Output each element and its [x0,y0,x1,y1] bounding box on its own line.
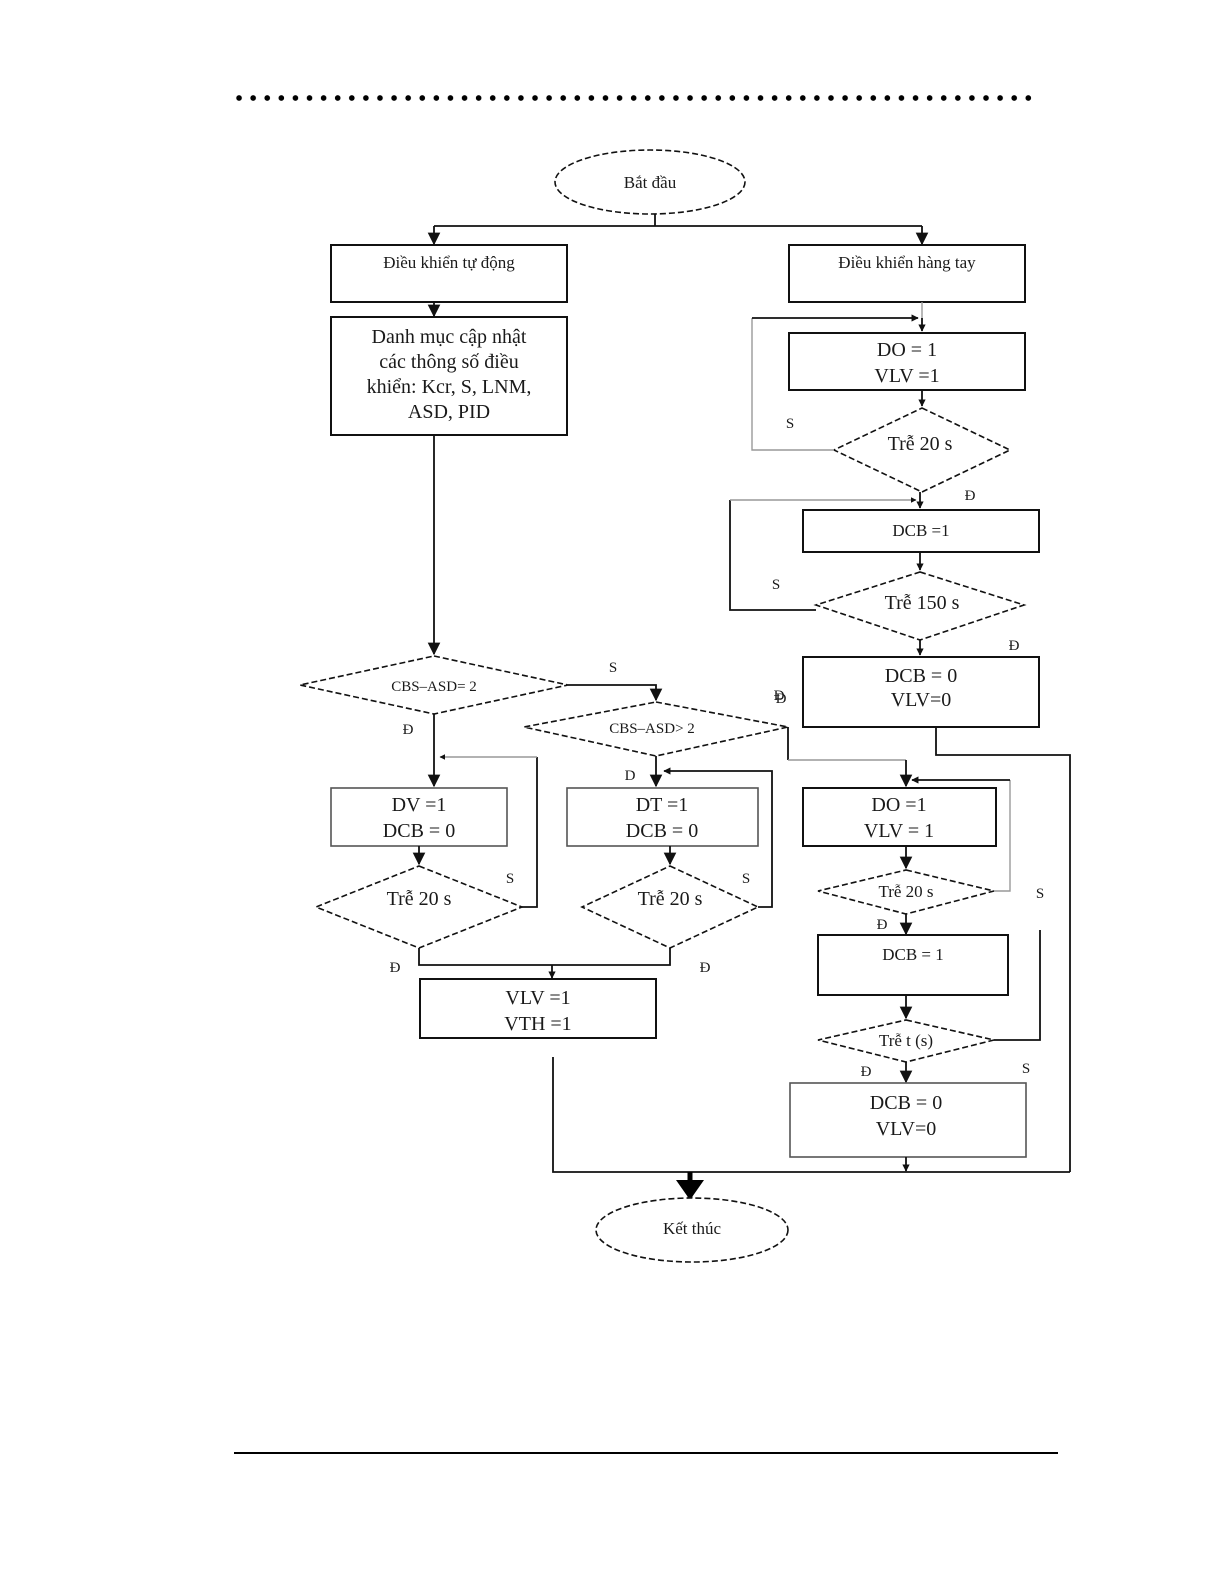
branch-label-yes: Đ [877,917,888,933]
dt-action-box: DT =1 DCB = 0 [566,787,759,847]
action-line: DT =1 [636,794,689,816]
right-delay-decision: Trễ 20 s [817,869,995,915]
action-line: VLV=0 [891,689,952,711]
branch-label-no: S [1036,886,1044,902]
manual-control-label: Điều khiển hàng tay [838,253,976,272]
action-line: DCB = 0 [885,665,957,687]
branch-label-yes: Đ [774,688,785,704]
branch-label-no: S [506,871,514,887]
params-line: Danh mục cập nhật [372,326,527,348]
decision-label: Trễ 20 s [878,882,933,901]
loop-connector [729,500,816,611]
action-line: VLV =1 [505,987,570,1009]
branch-label-no: S [786,416,794,432]
branch-label-no: S [1022,1061,1030,1077]
branch-label-yes: Đ [390,960,401,976]
action-line: VLV=0 [876,1118,937,1140]
params-line: khiển: Kcr, S, LNM, [367,376,532,398]
params-line: ASD, PID [408,401,490,423]
to-end-connector [552,1057,1070,1173]
action-line: DV =1 [392,794,447,816]
action-line: VTH =1 [504,1013,571,1035]
decision-label: CBS–ASD= 2 [391,679,477,695]
manual-step3-box: DCB = 0 VLV=0 [802,656,1040,728]
mid-delay-decision: Trễ 20 s [580,865,760,949]
action-line: DCB =1 [892,521,949,540]
manual-control-box: Điều khiển hàng tay [788,244,1026,303]
action-line: DO =1 [871,794,926,816]
start-terminal: Bắt đầu [554,149,746,215]
branch-label-d: D [625,768,636,784]
action-line: DO = 1 [877,339,937,361]
left-delay-decision: Trễ 20 s [313,865,525,949]
end-label: Kết thúc [663,1219,722,1238]
decision-label: CBS–ASD> 2 [609,721,695,737]
decision-label: Trễ 20 s [387,888,452,910]
manual-to-end-connector [935,727,1071,1172]
end-terminal: Kết thúc [595,1197,789,1263]
action-line: VLV =1 [874,365,939,387]
decision-label: Trễ t (s) [879,1031,933,1050]
loop-connector [994,930,1041,1041]
decision-cbs-asd-gt: CBS–ASD> 2 [523,701,789,757]
branch-label-yes: Đ [776,691,787,707]
manual-step2-box: DCB =1 [802,509,1040,553]
do-action-box: DO =1 VLV = 1 [802,787,997,847]
auto-control-label: Điều khiển tự động [383,253,515,272]
footer-rule [234,1452,1058,1454]
action-line: DCB = 0 [870,1092,942,1114]
header-dotted-rule [232,92,1036,104]
action-line: DCB = 0 [626,820,698,842]
loop-connector [751,318,834,451]
manual-delay2-decision: Trễ 150 s [813,571,1027,641]
branch-label-yes: Đ [403,722,414,738]
loop-arrow [663,767,773,908]
arrow [568,684,663,702]
branch-label-no: S [609,660,617,676]
dv-action-box: DV =1 DCB = 0 [330,787,508,847]
action-line: DCB = 0 [383,820,455,842]
decision-label: Trễ 150 s [885,592,960,614]
auto-control-box: Điều khiển tự động [330,244,568,303]
merge-connector [418,948,671,966]
branch-label-yes: Đ [965,488,976,504]
dcb1-action-box: DCB = 1 [817,934,1009,996]
start-label: Bắt đầu [624,173,677,192]
params-box: Danh mục cập nhật các thông số điều khiể… [330,316,568,436]
action-line: DCB = 1 [882,945,944,964]
decision-label: Trễ 20 s [638,888,703,910]
branch-label-no: S [772,577,780,593]
decision-cbs-asd-eq: CBS–ASD= 2 [299,655,569,715]
end-arrowhead [676,1180,704,1200]
branch-label-yes: Đ [1009,638,1020,654]
manual-step1-box: DO = 1 VLV =1 [788,332,1026,391]
action-line: VLV = 1 [864,820,934,842]
delay-t-decision: Trễ t (s) [817,1019,995,1063]
loop-connector [994,780,1011,892]
loop-connector [522,757,538,908]
params-line: các thông số điều [379,351,518,373]
branch-label-yes: Đ [861,1064,872,1080]
vlv-vth-box: VLV =1 VTH =1 [419,978,657,1039]
final-action-box: DCB = 0 VLV=0 [789,1082,1027,1158]
branch-label-no: S [742,871,750,887]
branch-label-yes: Đ [700,960,711,976]
decision-label: Trễ 20 s [888,433,953,455]
manual-delay1-decision: Trễ 20 s [832,407,1012,493]
